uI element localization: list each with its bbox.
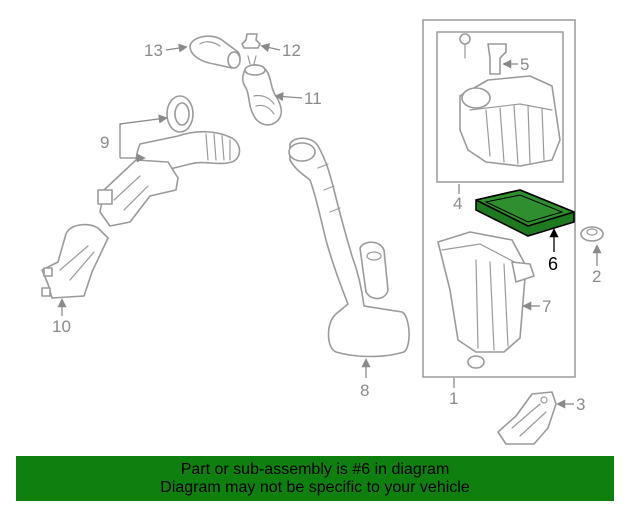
assembly-frame-1 <box>422 19 576 378</box>
callout-10: 10 <box>52 317 71 336</box>
part-8-duct <box>288 137 410 358</box>
callout-13: 13 <box>144 41 163 60</box>
callout-6: 6 <box>548 254 558 274</box>
leader-9a <box>119 114 168 125</box>
callout-12: 12 <box>282 41 301 60</box>
callout-11: 11 <box>304 89 322 108</box>
part-13-hose <box>189 35 241 69</box>
callout-8: 8 <box>360 381 369 400</box>
part-2-grommet <box>580 226 604 242</box>
callout-5: 5 <box>520 55 529 74</box>
banner-line-1: Part or sub-assembly is #6 in diagram <box>180 460 450 478</box>
part-12-clamp <box>241 33 261 65</box>
part-bolt <box>459 33 471 59</box>
part-6-air-filter <box>475 189 575 237</box>
part-7-lower-case <box>437 231 535 369</box>
part-3-bracket <box>497 391 557 445</box>
callout-7: 7 <box>542 297 551 316</box>
part-5-bracket <box>487 43 507 75</box>
callout-4: 4 <box>453 194 462 213</box>
part-11-tube <box>241 64 283 126</box>
banner-line-2: Diagram may not be specific to your vehi… <box>160 478 470 496</box>
part-info-banner: Part or sub-assembly is #6 in diagram Di… <box>16 456 614 501</box>
leader-13 <box>165 43 188 53</box>
callout-1: 1 <box>449 389 458 408</box>
air-cleaner-diagram: 13 12 11 9 10 8 5 4 6 2 7 1 3 <box>41 19 604 445</box>
leader-9 <box>119 123 122 142</box>
part-10-intake-duct <box>41 159 179 299</box>
leader-11 <box>274 92 303 102</box>
callout-9: 9 <box>100 133 109 152</box>
callout-3: 3 <box>576 395 585 414</box>
part-4-upper-case <box>459 75 561 167</box>
callout-2: 2 <box>592 267 601 286</box>
leader-12 <box>260 43 281 53</box>
assembly-frame-4 <box>436 31 564 183</box>
